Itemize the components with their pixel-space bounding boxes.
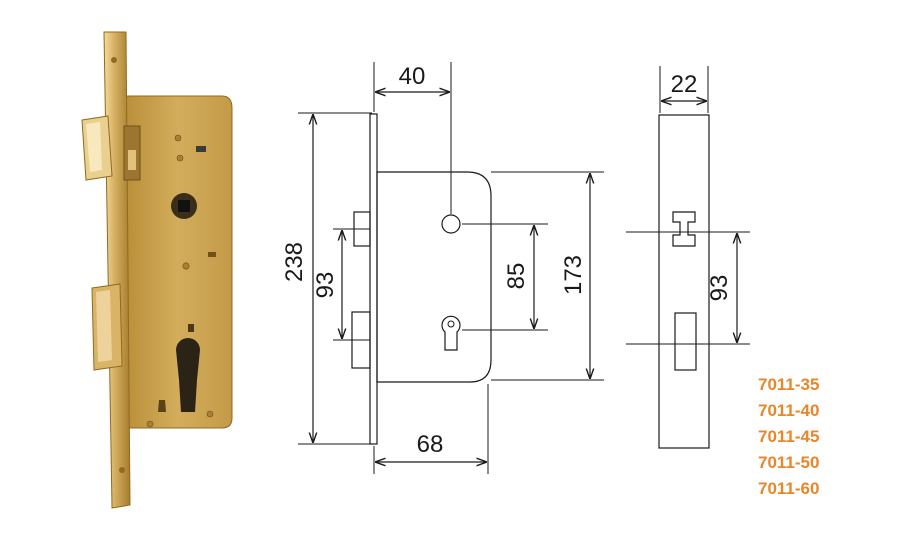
lock-faceplate [103, 31, 131, 509]
dim-label-40: 40 [399, 63, 426, 90]
side-faceplate [658, 114, 710, 449]
side-bolt-slot [674, 312, 697, 371]
model-number: 7011-50 [758, 453, 820, 472]
model-number-list: 7011-35 7011-40 7011-45 7011-50 7011-60 [758, 372, 819, 502]
side-latch-slot [672, 211, 696, 247]
dim-label-173: 173 [560, 255, 587, 295]
cylinder-hole [176, 338, 200, 412]
dim-label-238: 238 [281, 242, 308, 282]
latch-bolt [81, 115, 113, 181]
front-follower-hole [441, 214, 461, 234]
front-view: 40 68 238 93 85 173 [281, 62, 604, 474]
model-number: 7011-45 [758, 427, 820, 446]
model-number: 7011-35 [758, 375, 820, 394]
dim-label-22: 22 [671, 71, 698, 98]
dim-label-85: 85 [503, 263, 530, 290]
dim-label-93-front: 93 [312, 272, 339, 299]
dim-label-93-side: 93 [706, 275, 733, 302]
front-keyhole [441, 315, 461, 351]
dim-label-68: 68 [417, 431, 444, 458]
model-number: 7011-40 [758, 401, 820, 420]
lock-photo [81, 31, 233, 509]
front-case [376, 171, 492, 383]
front-faceplate [369, 113, 378, 445]
model-number: 7011-60 [758, 479, 820, 498]
dead-bolt [91, 283, 123, 371]
side-view: 22 93 [626, 66, 750, 449]
lock-body [123, 95, 233, 429]
